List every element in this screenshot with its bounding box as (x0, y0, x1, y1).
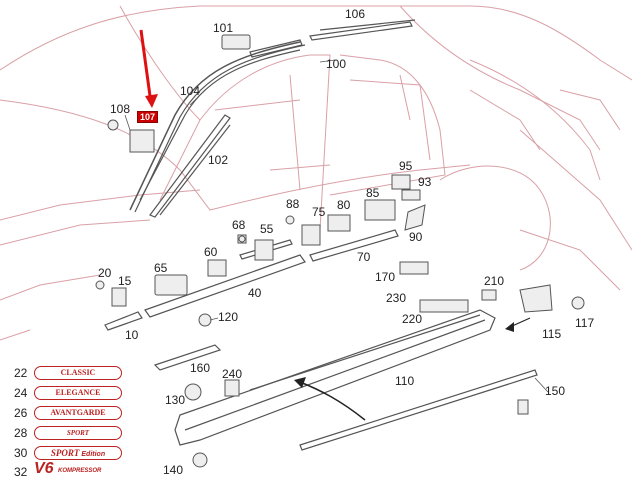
red-pointer-arrow (139, 29, 152, 97)
callout-95: 95 (399, 159, 413, 173)
emblem-v6: V6 (34, 460, 54, 477)
callout-68: 68 (232, 218, 246, 232)
emblem-sport-edition: SPORT Edition (34, 446, 122, 460)
emblem-avantgarde: AVANTGARDE (34, 406, 122, 420)
emblem-classic: CLASSIC (34, 366, 122, 380)
callout-107-highlight[interactable]: 107 (137, 111, 159, 123)
callout-150: 150 (545, 384, 566, 398)
callout-240: 240 (222, 367, 243, 381)
callout-115: 115 (542, 327, 562, 341)
callout-80: 80 (337, 198, 351, 212)
callout-85: 85 (366, 186, 380, 200)
callout-117: 117 (575, 316, 595, 330)
callout-210: 210 (484, 274, 505, 288)
callout-40: 40 (248, 286, 262, 300)
callout-100: 100 (326, 57, 347, 71)
callout-65: 65 (154, 261, 168, 275)
arrows (139, 29, 531, 421)
callout-130: 130 (165, 393, 186, 407)
callout-70: 70 (357, 250, 371, 264)
callout-93: 93 (418, 175, 432, 189)
callout-90: 90 (409, 230, 423, 244)
callout-101: 101 (213, 21, 234, 35)
emblem-number: 24 (14, 386, 28, 400)
callout-20: 20 (98, 266, 112, 280)
callout-88: 88 (286, 197, 300, 211)
emblem-sport: SPORT (34, 426, 122, 440)
emblem-number: 26 (14, 406, 28, 420)
callout-15: 15 (118, 274, 132, 288)
callout-75: 75 (312, 205, 326, 219)
emblem-sport-edition-main: SPORT (50, 448, 80, 458)
callout-104: 104 (180, 84, 201, 98)
emblem-number: 28 (14, 426, 28, 440)
callout-170: 170 (375, 270, 396, 284)
callout-230: 230 (386, 291, 407, 305)
callout-110: 110 (395, 374, 415, 388)
emblem-number: 32 (14, 465, 28, 479)
callout-10: 10 (125, 328, 139, 342)
callout-106: 106 (345, 7, 366, 21)
emblem-number: 30 (14, 446, 28, 460)
emblem-kompressor: KOMPRESSOR (58, 468, 102, 474)
small-parts (95, 34, 585, 468)
callout-160: 160 (190, 361, 211, 375)
molding-strips (104, 19, 538, 451)
callout-55: 55 (260, 222, 274, 236)
callout-102: 102 (208, 153, 229, 167)
leader-lines (124, 59, 549, 393)
rocker-pointer-arrow (299, 381, 366, 421)
car-body-outline (0, 5, 632, 341)
callout-220: 220 (402, 312, 423, 326)
callout-60: 60 (204, 245, 218, 259)
callout-108: 108 (110, 102, 131, 116)
emblem-number: 22 (14, 366, 28, 380)
window-frames (159, 54, 446, 231)
callout-120: 120 (218, 310, 239, 324)
callout-140: 140 (163, 463, 184, 477)
emblem-sport-edition-sub: Edition (81, 451, 106, 458)
emblem-elegance: ELEGANCE (34, 386, 122, 400)
